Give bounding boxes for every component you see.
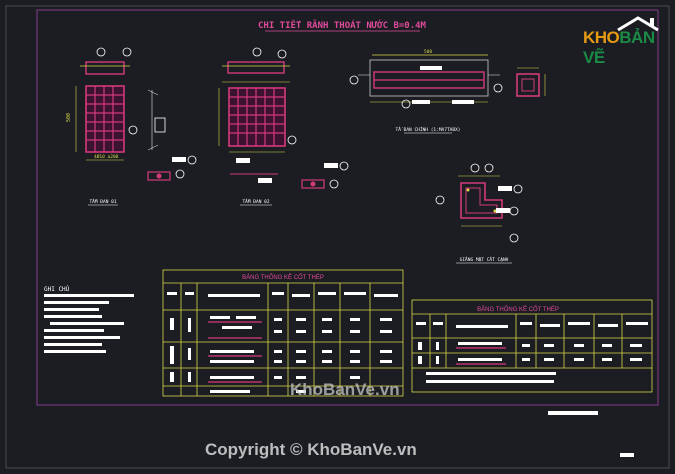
house-icon bbox=[617, 16, 659, 32]
slab-02-label: TẤM ĐAN 02 bbox=[242, 198, 269, 205]
drawing-frame bbox=[36, 9, 659, 406]
table-right-content bbox=[416, 322, 648, 457]
watermark: KhoBanVe.vn bbox=[290, 380, 400, 399]
table-left-rebar-shapes bbox=[208, 321, 262, 383]
brand-text: KHOBẢN VẼ bbox=[583, 28, 675, 68]
main-slab-view: 500 TẤ ĐAN CHÍNH (1:MA7TABX) bbox=[349, 49, 546, 134]
slab-02-view: TẤM ĐAN 02 bbox=[218, 47, 297, 206]
svg-text:4Ø10 a200: 4Ø10 a200 bbox=[94, 153, 119, 160]
detail-markers-left bbox=[147, 155, 349, 189]
brand-part-2: BẢN VẼ bbox=[583, 28, 655, 67]
sheet-border bbox=[5, 5, 670, 469]
copyright-notice: Copyright © KhoBanVe.vn bbox=[205, 440, 417, 459]
rebar-table-left bbox=[162, 269, 404, 397]
table-right-rebar-shapes bbox=[456, 347, 506, 365]
slab-01-label: TẤM ĐAN 01 bbox=[89, 198, 116, 205]
brand-logo bbox=[580, 14, 670, 56]
table-left-content bbox=[167, 292, 398, 393]
svg-text:500: 500 bbox=[66, 113, 72, 122]
slab-01-view: 500 4Ø10 a200 TẤM ĐAN 01 bbox=[66, 47, 166, 206]
svg-text:500: 500 bbox=[424, 49, 432, 55]
rebar-table-right bbox=[411, 299, 653, 393]
table-right-title: BẢNG THỐNG KÊ CỐT THÉP bbox=[477, 305, 559, 313]
beam-section-label: GIẰNG MẶT CẮT CẠNH bbox=[460, 255, 509, 263]
main-slab-label: TẤ ĐAN CHÍNH (1:MA7TABX) bbox=[395, 125, 460, 133]
notes-heading: GHI CHÚ bbox=[44, 286, 70, 293]
table-left-title: BẢNG THỐNG KÊ CỐT THÉP bbox=[242, 273, 324, 281]
beam-section-view: GIẰNG MẶT CẮT CẠNH bbox=[435, 163, 523, 264]
notes-block: GHI CHÚ bbox=[44, 286, 134, 353]
drawing-title: CHI TIẾT RÃNH THOÁT NƯỚC B=0.4M bbox=[258, 19, 427, 31]
brand-part-1: KHO bbox=[583, 28, 620, 47]
